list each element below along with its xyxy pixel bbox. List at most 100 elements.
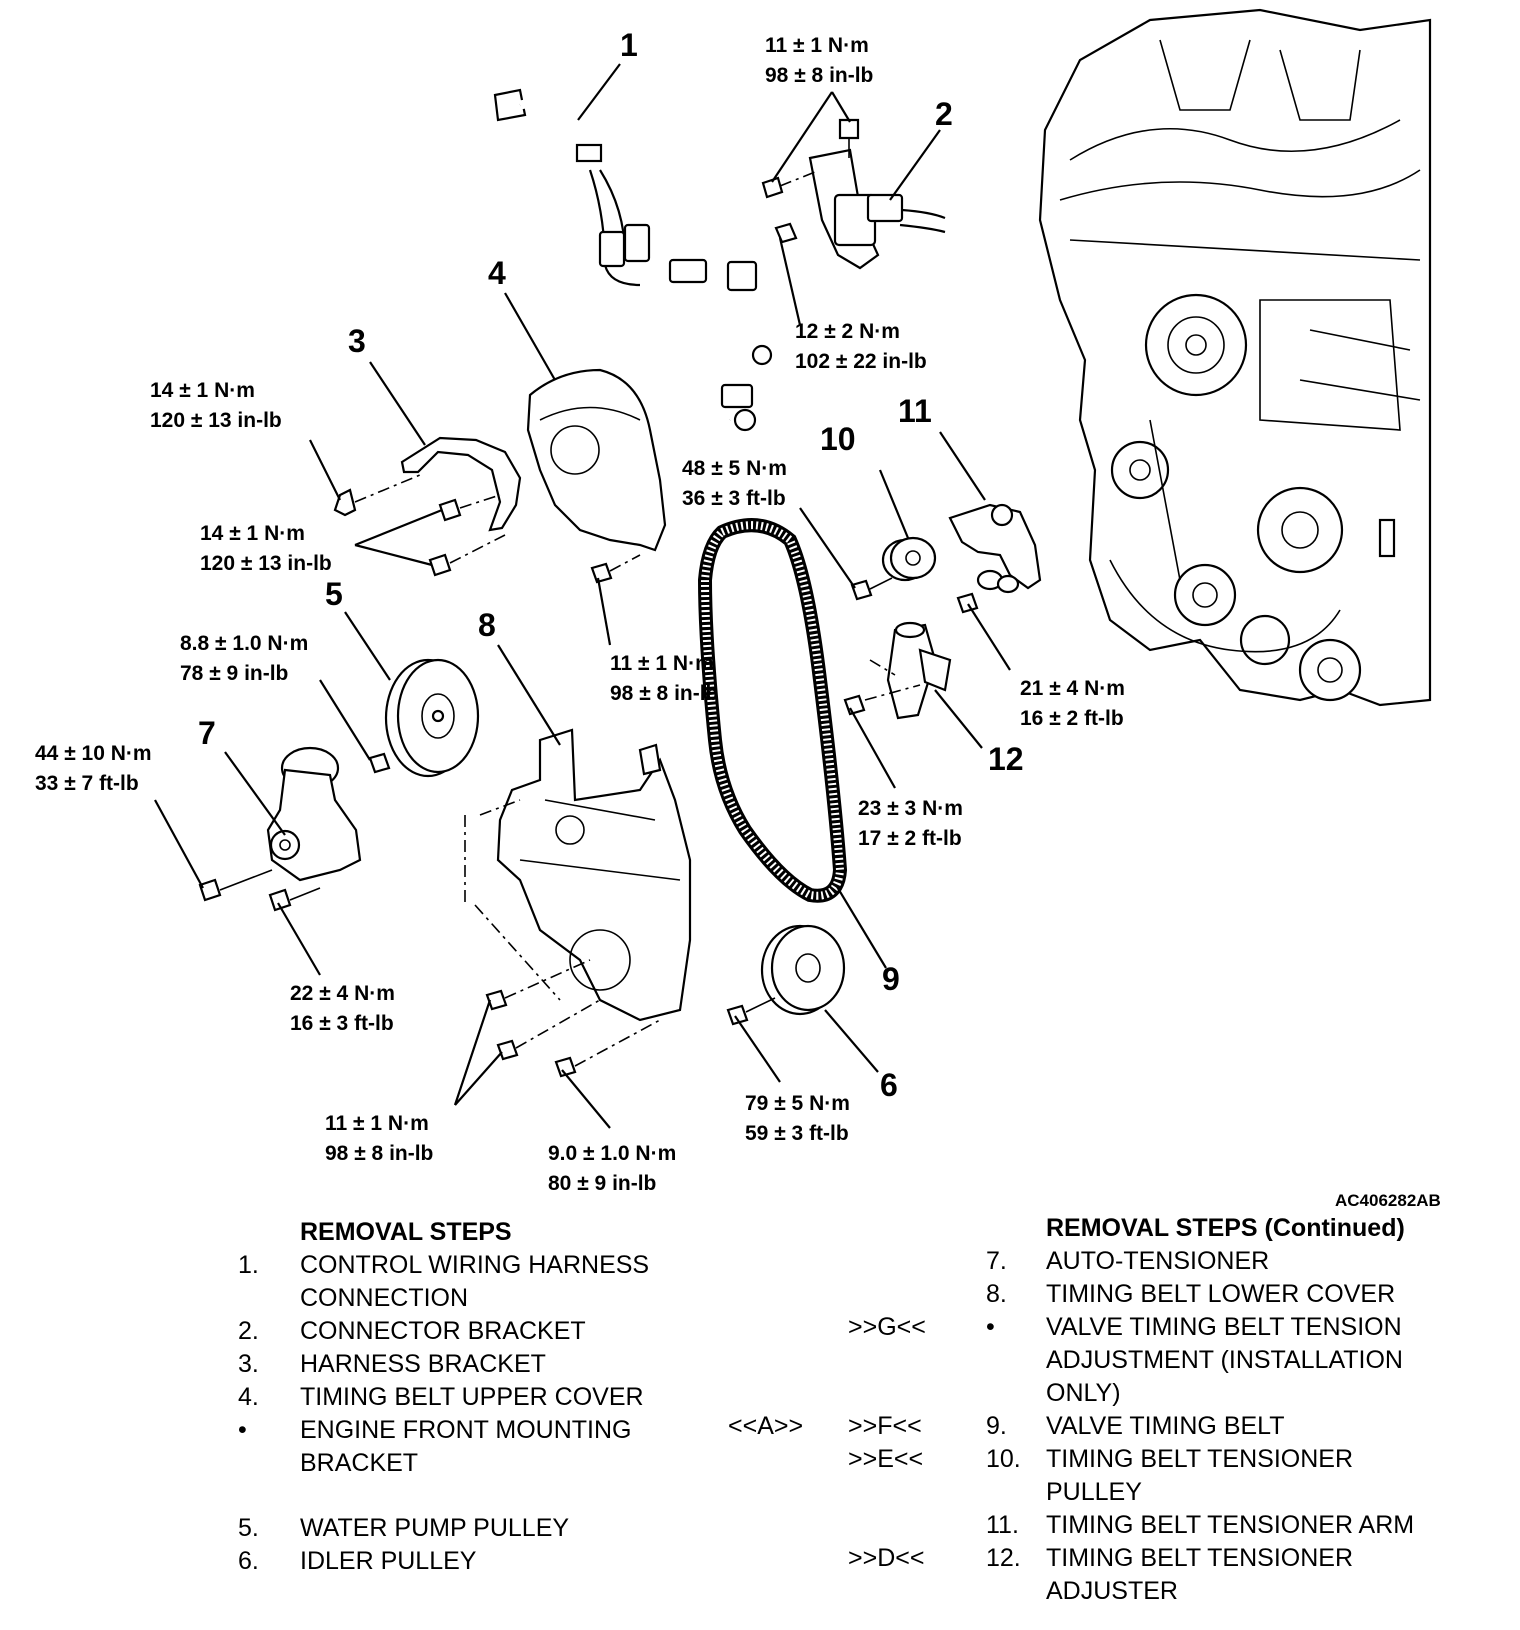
torque-imperial: 78 ± 9 in-lb: [180, 662, 288, 685]
part-number: 1: [620, 27, 638, 63]
auto-tensioner-part-7: [198, 746, 362, 912]
step-number: 6.: [238, 1547, 259, 1575]
step-number: 3.: [238, 1350, 259, 1378]
torque-specs: 11 ± 1 N·m 98 ± 8 in-lb 12 ± 2 N·m 102 ±…: [35, 34, 1125, 1195]
timing-belt-lower-cover-part-8: [464, 728, 692, 1078]
torque-imperial: 120 ± 13 in-lb: [150, 409, 282, 432]
torque-imperial: 98 ± 8 in-lb: [610, 682, 718, 705]
torque-imperial: 36 ± 3 ft-lb: [682, 487, 786, 510]
step-number: 10.: [986, 1445, 1021, 1473]
removal-steps-heading: REMOVAL STEPS: [300, 1218, 512, 1246]
step-text: CONTROL WIRING HARNESS CONNECTION: [300, 1251, 650, 1312]
torque-nm: 21 ± 4 N·m: [1020, 677, 1125, 700]
list-item: 11. TIMING BELT TENSIONER ARM: [728, 1509, 1508, 1542]
torque-nm: 14 ± 1 N·m: [150, 379, 255, 402]
step-text: ENGINE FRONT MOUNTING BRACKET: [300, 1416, 632, 1477]
torque-nm: 22 ± 4 N·m: [290, 982, 395, 1005]
step-marker: >>E<<: [848, 1445, 924, 1473]
step-text: TIMING BELT TENSIONER PULLEY: [1046, 1445, 1353, 1506]
torque-nm: 9.0 ± 1.0 N·m: [548, 1142, 676, 1165]
part-number: 10: [820, 421, 856, 457]
step-number: 11.: [986, 1511, 1019, 1539]
part-number-labels: 1 2 3 4 5 6 7 8 9 10 11 12: [198, 27, 1024, 1103]
part-number: 8: [478, 607, 496, 643]
step-marker: >>G<<: [848, 1313, 926, 1341]
timing-belt-upper-cover-part-4: [526, 368, 667, 584]
step-marker: <<A>>: [728, 1412, 804, 1440]
torque-nm: 8.8 ± 1.0 N·m: [180, 632, 308, 655]
part-number: 3: [348, 323, 366, 359]
leader-lines: [154, 63, 1011, 1129]
torque-nm: 12 ± 2 N·m: [795, 320, 900, 343]
step-bullet: •: [986, 1313, 995, 1341]
list-item: 8. TIMING BELT LOWER COVER: [728, 1278, 1508, 1311]
part-number: 9: [882, 961, 900, 997]
step-number: 8.: [986, 1280, 1007, 1308]
part-number: 11: [898, 393, 932, 429]
list-item: 2. CONNECTOR BRACKET: [238, 1315, 698, 1348]
step-text: HARNESS BRACKET: [300, 1350, 546, 1378]
list-item: 3. HARNESS BRACKET: [238, 1348, 698, 1381]
tensioner-adjuster-part-12: [843, 621, 952, 720]
idler-pulley-part-6: [726, 924, 846, 1026]
step-text: VALVE TIMING BELT: [1046, 1412, 1285, 1440]
step-text: VALVE TIMING BELT TENSION ADJUSTMENT (IN…: [1046, 1313, 1403, 1407]
step-text: IDLER PULLEY: [300, 1547, 477, 1575]
step-number: 1.: [238, 1251, 259, 1279]
step-number: 9.: [986, 1412, 1007, 1440]
list-item: >>D<< 12. TIMING BELT TENSIONER ADJUSTER: [728, 1542, 1508, 1608]
water-pump-pulley-part-5: [368, 658, 480, 778]
torque-nm: 11 ± 1 N·m: [610, 652, 714, 675]
step-text: TIMING BELT TENSIONER ADJUSTER: [1046, 1544, 1353, 1605]
list-item: 4. TIMING BELT UPPER COVER: [238, 1381, 698, 1414]
torque-nm: 48 ± 5 N·m: [682, 457, 787, 480]
torque-nm: 11 ± 1 N·m: [765, 34, 869, 57]
torque-nm: 79 ± 5 N·m: [745, 1092, 850, 1115]
wiring-harness-part-1: [493, 88, 773, 432]
step-bullet: •: [238, 1416, 247, 1444]
step-number: 7.: [986, 1247, 1007, 1275]
list-item: 5. WATER PUMP PULLEY: [238, 1512, 698, 1545]
torque-imperial: 80 ± 9 in-lb: [548, 1172, 656, 1195]
torque-imperial: 120 ± 13 in-lb: [200, 552, 332, 575]
engine-illustration: [1038, 8, 1432, 707]
step-text: WATER PUMP PULLEY: [300, 1514, 570, 1542]
tensioner-arm-part-11: [948, 503, 1042, 614]
removal-steps-continued-list: REMOVAL STEPS (Continued) 7. AUTO-TENSIO…: [728, 1212, 1508, 1608]
list-item: >>G<< • VALVE TIMING BELT TENSION ADJUST…: [728, 1311, 1508, 1410]
part-number: 4: [488, 255, 506, 291]
torque-imperial: 16 ± 3 ft-lb: [290, 1012, 394, 1035]
list-item: • ENGINE FRONT MOUNTING BRACKET: [238, 1414, 698, 1512]
torque-imperial: 16 ± 2 ft-lb: [1020, 707, 1124, 730]
torque-imperial: 59 ± 3 ft-lb: [745, 1122, 849, 1145]
torque-imperial: 102 ± 22 in-lb: [795, 350, 927, 373]
torque-nm: 11 ± 1 N·m: [325, 1112, 429, 1135]
step-text: CONNECTOR BRACKET: [300, 1317, 586, 1345]
connector-bracket-part-2: [761, 118, 946, 270]
torque-imperial: 98 ± 8 in-lb: [325, 1142, 433, 1165]
list-item: 1. CONTROL WIRING HARNESS CONNECTION: [238, 1249, 698, 1315]
step-marker: >>D<<: [848, 1544, 925, 1572]
list-item: 6. IDLER PULLEY: [238, 1545, 698, 1578]
valve-timing-belt-part-9: [697, 518, 848, 903]
part-number: 6: [880, 1067, 898, 1103]
step-marker: >>F<<: [848, 1412, 922, 1440]
torque-imperial: 98 ± 8 in-lb: [765, 64, 873, 87]
step-text: AUTO-TENSIONER: [1046, 1247, 1270, 1275]
harness-bracket-part-3: [333, 436, 522, 577]
step-text: TIMING BELT LOWER COVER: [1046, 1280, 1396, 1308]
step-number: 5.: [238, 1514, 259, 1542]
list-item: <<A>> >>F<< 9. VALVE TIMING BELT: [728, 1410, 1508, 1443]
part-number: 5: [325, 576, 343, 612]
removal-steps-list: REMOVAL STEPS 1. CONTROL WIRING HARNESS …: [238, 1216, 698, 1578]
torque-imperial: 17 ± 2 ft-lb: [858, 827, 962, 850]
step-number: 12.: [986, 1544, 1021, 1572]
step-text: TIMING BELT UPPER COVER: [300, 1383, 644, 1411]
exploded-diagram: 1 2 3 4 5 6 7 8 9 10 11 12 11 ± 1 N·m 98…: [35, 8, 1441, 1210]
part-number: 7: [198, 715, 216, 751]
list-item: 7. AUTO-TENSIONER: [728, 1245, 1508, 1278]
torque-imperial: 33 ± 7 ft-lb: [35, 772, 139, 795]
list-item: >>E<< 10. TIMING BELT TENSIONER PULLEY: [728, 1443, 1508, 1509]
figure-reference: AC406282AB: [1335, 1191, 1441, 1210]
part-number: 2: [935, 96, 953, 132]
